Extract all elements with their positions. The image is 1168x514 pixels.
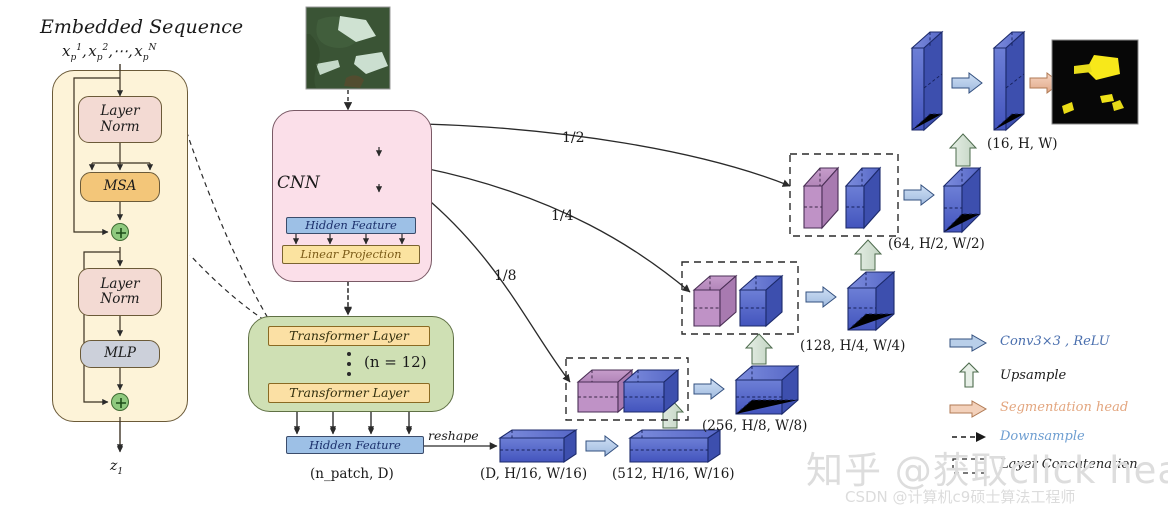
linear-projection-box[interactable]: Linear Projection [282, 245, 420, 264]
msa-box[interactable]: MSA [80, 172, 160, 202]
cnn-hidden-feature-label: Hidden Feature [305, 218, 397, 233]
linear-projection-label: Linear Projection [300, 247, 402, 262]
transformer-repeat-label: (n = 12) [364, 353, 427, 371]
legend-icon-layer-concatenation [952, 458, 986, 474]
sequence-output-label: z1 [110, 458, 124, 477]
transformer-layer-top-label: Transformer Layer [289, 328, 409, 343]
skip-arrow-quarter [423, 167, 691, 293]
mlp-box[interactable]: MLP [80, 340, 160, 368]
caption-16: (16, H, W) [987, 136, 1058, 152]
embedded-sequence-tokens: xp1, xp2,⋯, xpN [62, 42, 157, 63]
caption-512: (512, H/16, W/16) [612, 466, 735, 482]
legend-icon-conv [949, 334, 988, 352]
skip-label-eighth: 1/8 [494, 268, 517, 284]
layer-norm-2-box[interactable]: Layer Norm [78, 268, 162, 316]
watermark-secondary: CSDN @计算机c9硕士算法工程师 [845, 488, 1076, 506]
concat-box-256 [565, 357, 689, 421]
transformer-hidden-feature-box[interactable]: Hidden Feature [286, 436, 424, 454]
caption-d16: (D, H/16, W/16) [480, 466, 588, 482]
npatch-caption: (n_patch, D) [310, 466, 394, 482]
legend-icon-upsample [958, 362, 980, 388]
skip-label-quarter: 1/4 [551, 208, 574, 224]
concat-cube-blue-256 [622, 368, 680, 414]
upsample-arrow-3 [853, 239, 883, 271]
decoder-slab-d16 [498, 428, 578, 464]
conv-arrow-3 [805, 285, 837, 309]
caption-64: (64, H/2, W/2) [888, 236, 985, 252]
skip-label-half: 1/2 [562, 130, 585, 146]
transformer-layer-top[interactable]: Transformer Layer [268, 326, 430, 346]
legend: Conv3×3 , ReLU Upsample Segmentation hea… [948, 330, 1163, 480]
decoder-slab-512 [628, 428, 722, 464]
layer-norm-1-line2: Norm [100, 118, 140, 135]
transformer-layer-bottom[interactable]: Transformer Layer [268, 383, 430, 403]
layer-norm-2-line1: Layer [100, 275, 140, 292]
embedded-sequence-title: Embedded Sequence [40, 16, 244, 38]
conv-arrow-5 [951, 71, 983, 95]
concat-cube-purple-64 [802, 166, 840, 230]
concat-cube-blue-64 [844, 166, 882, 230]
upsample-arrow-2 [744, 333, 774, 365]
transformer-layer-bottom-label: Transformer Layer [289, 385, 409, 400]
upsample-arrow-4 [948, 133, 978, 167]
legend-label-conv: Conv3×3 , ReLU [1000, 334, 1110, 349]
concat-box-64 [789, 153, 899, 237]
caption-256: (256, H/8, W/8) [702, 418, 808, 434]
residual-add-1 [111, 223, 129, 241]
decoder-thin-16a [910, 30, 944, 132]
legend-label-segmentation-head: Segmentation head [1000, 400, 1129, 415]
concat-cube-blue-128 [738, 274, 784, 328]
decoder-cube-128 [846, 270, 896, 332]
skip-arrow-eighth [423, 195, 571, 383]
repeat-dot-3 [347, 372, 351, 376]
repeat-dot-2 [347, 362, 351, 366]
conv-arrow-2 [693, 377, 725, 401]
conv-arrow-1 [585, 434, 619, 458]
mlp-label: MLP [104, 345, 136, 362]
conv-arrow-4 [903, 183, 935, 207]
layer-norm-1-box[interactable]: Layer Norm [78, 96, 162, 143]
concat-cube-purple-128 [692, 274, 738, 328]
caption-128: (128, H/4, W/4) [800, 338, 906, 354]
cnn-label: CNN [277, 173, 320, 193]
decoder-cube-64 [942, 166, 982, 234]
input-satellite-image [305, 6, 391, 90]
legend-icon-downsample [952, 432, 986, 442]
legend-label-upsample: Upsample [1000, 368, 1067, 383]
layer-norm-1-line1: Layer [100, 103, 140, 120]
legend-icon-segmentation-head [949, 400, 988, 418]
legend-label-downsample: Downsample [1000, 429, 1085, 444]
legend-label-layer-concatenation: Layer Concatenation [1000, 457, 1138, 472]
skip-arrow-half [423, 123, 791, 187]
concat-box-128 [681, 261, 799, 335]
segmentation-output-mask [1051, 39, 1139, 125]
repeat-dot-1 [347, 352, 351, 356]
cnn-hidden-feature-box[interactable]: Hidden Feature [286, 217, 416, 234]
residual-add-2 [111, 393, 129, 411]
zoom-connector-upper [185, 129, 273, 326]
transformer-hidden-feature-label: Hidden Feature [309, 437, 401, 452]
layer-norm-2-line2: Norm [100, 291, 140, 307]
decoder-cube-256 [734, 364, 800, 416]
reshape-label: reshape [428, 428, 479, 443]
msa-label: MSA [103, 178, 137, 195]
decoder-thin-16b [992, 30, 1026, 132]
